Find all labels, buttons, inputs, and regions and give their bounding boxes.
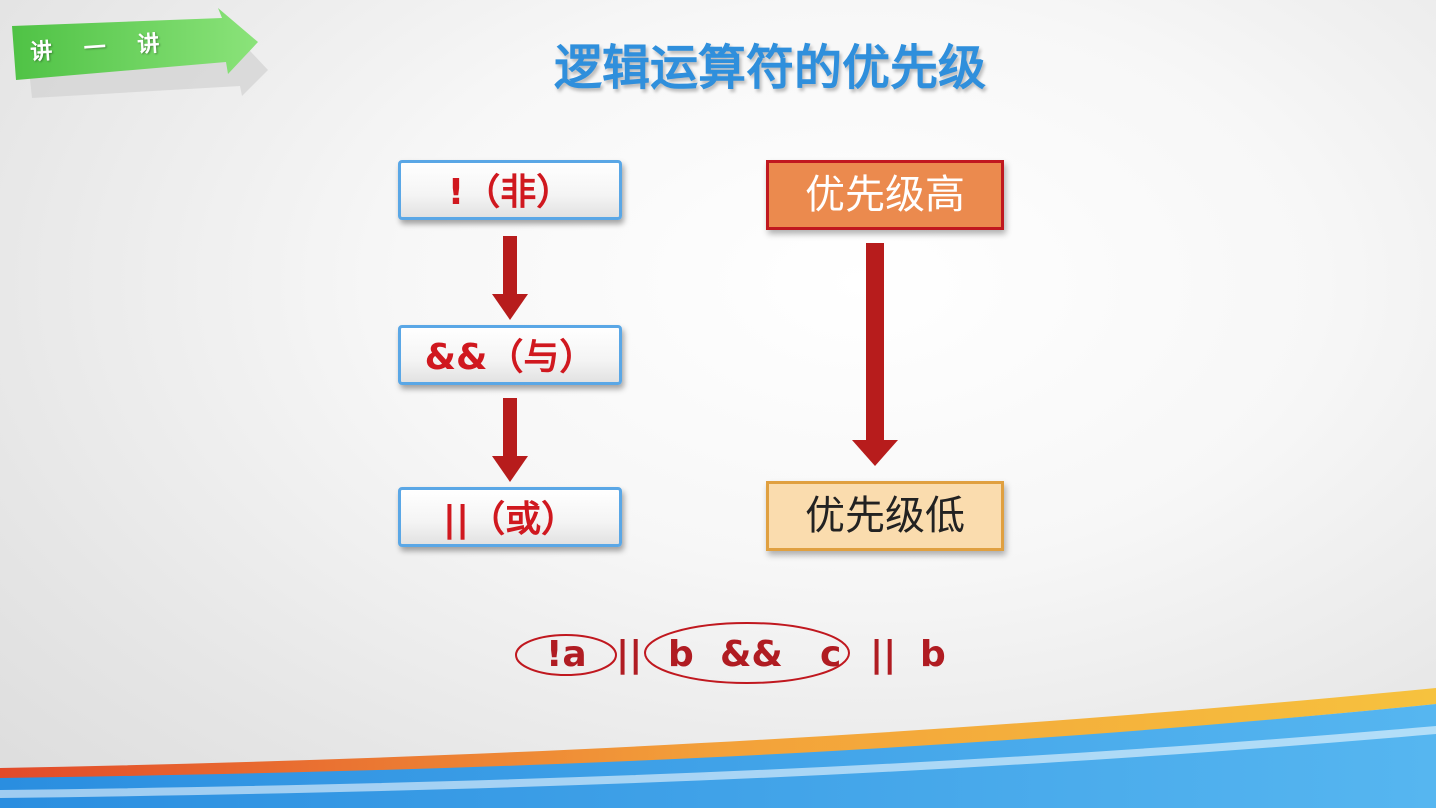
badge-arrow-shape (12, 8, 258, 80)
operator-not-label: !（非） (447, 172, 573, 213)
expr-token-not-a: !a (546, 634, 587, 675)
bottom-wave-blue (0, 704, 1436, 808)
page-title: 逻辑运算符的优先级 (553, 40, 986, 96)
ellipse-not-a (515, 634, 617, 676)
operator-and-box: &&（与） (398, 325, 622, 385)
ellipse-b-and-c (644, 622, 850, 684)
operator-and-label: &&（与） (424, 337, 596, 378)
priority-low-box: 优先级低 (766, 481, 1004, 551)
bottom-wave-orange (0, 688, 1436, 784)
expr-token-c: c (820, 634, 842, 675)
expr-token-or-2: || (870, 634, 897, 675)
priority-high-box: 优先级高 (766, 160, 1004, 230)
operator-or-label: ||（或） (442, 499, 578, 540)
priority-arrow (852, 243, 898, 466)
expr-token-and: && (720, 634, 783, 675)
down-arrow-2 (492, 398, 528, 482)
expr-token-b-1: b (668, 634, 694, 675)
operator-or-box: ||（或） (398, 487, 622, 547)
example-expression: !a || b && c || b (540, 628, 960, 688)
expr-token-or-1: || (616, 634, 643, 675)
down-arrow-1 (492, 236, 528, 320)
expr-token-b-2: b (920, 634, 946, 675)
bottom-wave-white (0, 726, 1436, 798)
operator-not-box: !（非） (398, 160, 622, 220)
